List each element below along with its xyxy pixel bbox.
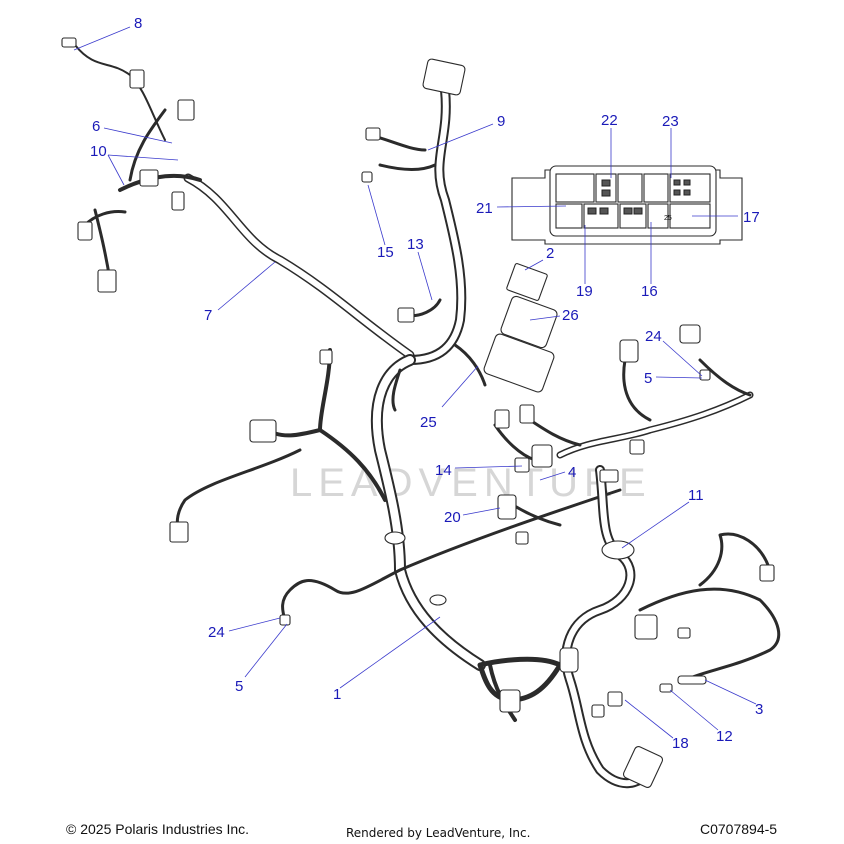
connectors — [61, 37, 775, 788]
relay-label-2 — [506, 263, 548, 301]
callout-8: 8 — [134, 15, 142, 32]
connector-24-left — [279, 614, 291, 626]
callout-19: 19 — [576, 283, 593, 300]
callout-15: 15 — [377, 244, 394, 261]
callout-20: 20 — [444, 509, 461, 526]
fuse-relay-box: 25 — [511, 165, 743, 245]
callout-16: 16 — [641, 283, 658, 300]
callout-25: 25 — [420, 414, 437, 431]
connector-20 — [497, 494, 517, 520]
callout-4: 4 — [568, 464, 576, 481]
callout-7: 7 — [204, 307, 212, 324]
callout-5-left: 5 — [235, 678, 243, 695]
copyright-text: © 2025 Polaris Industries Inc. — [66, 821, 250, 837]
callout-22: 22 — [601, 112, 618, 129]
callouts: 8 6 10 7 9 15 13 22 23 21 17 2 19 16 26 … — [90, 15, 763, 752]
callout-2: 2 — [546, 245, 554, 262]
connector-8 — [61, 37, 77, 48]
sensor-3 — [677, 675, 707, 685]
callout-21: 21 — [476, 200, 493, 217]
fuse-box-label: 25 — [664, 215, 672, 222]
callout-11: 11 — [688, 487, 704, 504]
callout-18: 18 — [672, 735, 689, 752]
watermark: LEADVENTURE — [290, 461, 652, 505]
fuse-cover-26 — [500, 295, 558, 349]
callout-24-left: 24 — [208, 624, 225, 641]
diagram-part-number: C0707894-5 — [700, 821, 778, 837]
callout-5-right: 5 — [644, 370, 652, 387]
callout-6: 6 — [92, 118, 100, 135]
callout-17: 17 — [743, 209, 760, 226]
connector-15 — [361, 171, 373, 183]
leader-lines — [73, 26, 757, 739]
callout-14: 14 — [435, 462, 452, 479]
callout-12: 12 — [716, 728, 733, 745]
callout-26: 26 — [562, 307, 579, 324]
callout-13: 13 — [407, 236, 424, 253]
connector-top-9 — [422, 58, 466, 96]
callout-24-right: 24 — [645, 328, 662, 345]
connector-13 — [397, 307, 415, 323]
connector-18 — [607, 691, 623, 707]
callout-10: 10 — [90, 143, 107, 160]
callout-9: 9 — [497, 113, 505, 130]
plug-12 — [659, 683, 673, 693]
callout-1: 1 — [333, 686, 341, 703]
callout-23: 23 — [662, 113, 679, 130]
fuse-block-25 — [483, 333, 555, 393]
callout-3: 3 — [755, 701, 763, 718]
rendered-by-text: Rendered by LeadVenture, Inc. — [346, 826, 531, 840]
